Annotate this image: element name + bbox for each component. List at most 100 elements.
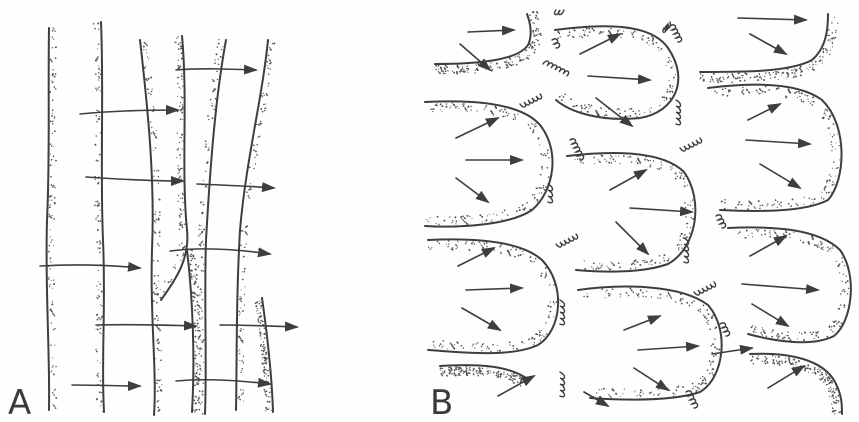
stipple-dot — [199, 390, 201, 392]
stipple-dot — [829, 180, 831, 182]
panel-b: B — [425, 10, 851, 422]
stipple-dot — [262, 321, 264, 323]
panel-a-fibre — [187, 250, 193, 412]
stipple-dot — [256, 124, 257, 125]
stipple-dot — [98, 43, 100, 45]
stipple-dot — [181, 75, 183, 77]
stipple-dot — [194, 373, 195, 374]
stipple-dot — [827, 35, 829, 37]
stipple-dot — [813, 202, 814, 203]
stipple-dot — [617, 109, 618, 110]
stipple-dot — [153, 176, 154, 177]
stipple-dot — [203, 244, 204, 245]
stipple-dot — [611, 156, 613, 158]
stipple-dot — [207, 161, 209, 163]
panel-b-arrow — [596, 98, 632, 126]
stipple-dot — [180, 213, 182, 215]
stipple-dot — [808, 101, 809, 102]
stipple-dot — [727, 73, 728, 74]
stipple-dot — [588, 28, 590, 30]
stipple-dot — [485, 107, 486, 108]
stipple-dot — [181, 210, 182, 211]
stipple-dot — [831, 396, 832, 397]
stipple-dot — [164, 281, 165, 282]
panel-a-label: A — [8, 383, 31, 422]
stipple-dot — [666, 91, 668, 93]
stipple-dot — [264, 337, 266, 339]
stipple-dot — [815, 61, 817, 63]
stipple-dot — [432, 108, 434, 110]
stipple-dot — [243, 362, 245, 364]
stipple-dot — [753, 363, 755, 365]
stipple-dot — [561, 99, 563, 101]
stipple-dot — [596, 392, 597, 393]
stipple-dot — [535, 258, 537, 260]
stipple-dot — [435, 104, 437, 106]
stipple-dot — [156, 137, 158, 139]
stipple-dot — [178, 195, 179, 196]
stipple-dot — [811, 104, 813, 106]
stipple-dot — [180, 221, 182, 223]
stipple-dot — [812, 96, 814, 98]
stipple-dot — [491, 70, 493, 72]
stipple-dot — [765, 72, 767, 74]
stipple-dot — [644, 159, 646, 161]
stipple-dot — [157, 287, 158, 288]
stipple-dot — [541, 166, 543, 168]
stipple-dot — [528, 47, 530, 49]
stipple-dot — [436, 103, 437, 104]
stipple-dot — [464, 221, 465, 222]
stipple-dot — [469, 367, 470, 368]
stipple-dot — [440, 370, 441, 371]
stipple-dot — [833, 134, 835, 136]
stipple-dot — [264, 333, 265, 334]
stipple-dot — [170, 281, 172, 283]
stipple-dot — [829, 378, 830, 379]
stipple-dot — [833, 388, 834, 389]
stipple-dot — [153, 230, 154, 231]
stipple-dot — [760, 332, 762, 334]
stipple-dot — [781, 74, 782, 75]
stipple-dot — [786, 335, 787, 336]
stipple-dot — [838, 264, 839, 265]
stipple-dot — [500, 244, 502, 246]
stipple-dot — [548, 314, 549, 315]
stipple-dot — [645, 156, 646, 157]
stipple-dot — [51, 311, 53, 313]
stipple-dot — [574, 105, 576, 107]
stipple-dot — [255, 163, 256, 164]
stipple-dot — [98, 281, 99, 282]
stipple-dot — [529, 55, 530, 56]
stipple-dot — [100, 381, 101, 382]
stipple-dot — [49, 206, 51, 208]
stipple-dot — [601, 265, 603, 267]
stipple-dot — [533, 338, 535, 340]
stipple-dot — [634, 31, 635, 32]
stipple-dot — [159, 199, 161, 201]
stipple-dot — [95, 60, 97, 62]
stipple-dot — [683, 178, 685, 180]
stipple-dot — [671, 88, 672, 89]
stipple-dot — [148, 58, 149, 59]
stipple-dot — [657, 168, 658, 169]
stipple-dot — [663, 254, 664, 255]
stipple-dot — [474, 243, 475, 244]
panel-b-arrow — [750, 34, 786, 54]
stipple-dot — [504, 116, 505, 117]
stipple-dot — [831, 392, 832, 393]
stipple-dot — [48, 277, 49, 278]
stipple-dot — [741, 204, 743, 206]
stipple-dot — [844, 307, 845, 308]
stipple-dot — [146, 52, 147, 53]
stipple-dot — [834, 413, 835, 414]
stipple-dot — [692, 208, 693, 209]
stipple-dot — [716, 92, 718, 94]
stipple-dot — [503, 372, 504, 373]
stipple-dot — [600, 107, 601, 108]
stipple-dot — [610, 261, 611, 262]
stipple-dot — [200, 201, 202, 203]
stipple-dot — [463, 220, 464, 221]
stipple-dot — [668, 80, 669, 81]
stipple-dot — [673, 65, 674, 66]
stipple-dot — [825, 381, 826, 382]
